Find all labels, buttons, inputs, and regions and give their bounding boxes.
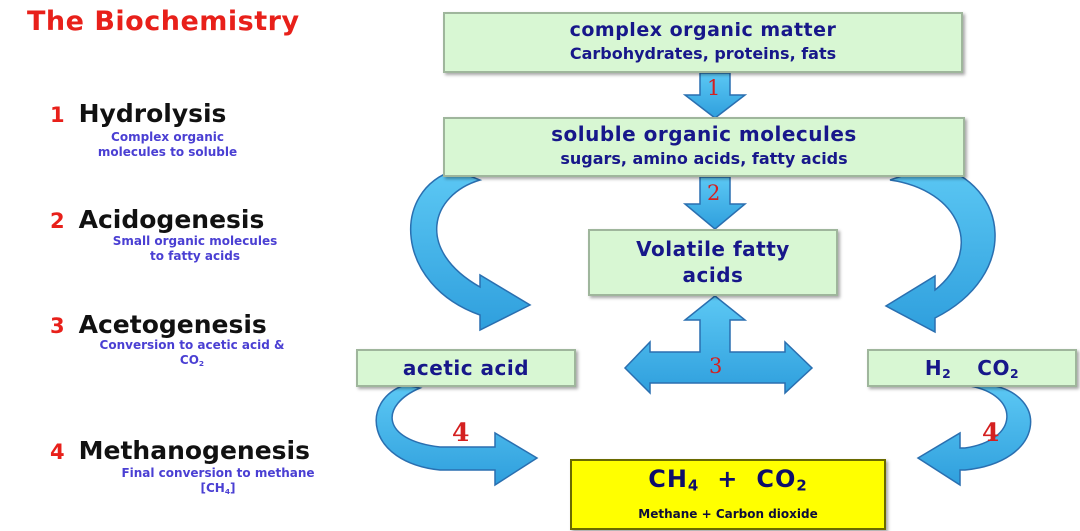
step-2-desc-line-2: to fatty acids bbox=[149, 249, 240, 263]
step-3-desc-line-1: Conversion to acetic acid & bbox=[99, 338, 285, 352]
arrow-4-right-label: 4 bbox=[982, 418, 1000, 447]
step-3-description: Conversion to acetic acid & CO2 bbox=[42, 338, 342, 371]
arrow-2-label: 2 bbox=[707, 181, 721, 205]
product-co2-symbol: CO bbox=[756, 465, 797, 493]
product-co2-subscript: 2 bbox=[796, 476, 808, 495]
step-4-desc-line-2: [CH4] bbox=[58, 481, 378, 499]
step-4-number: 4 bbox=[50, 440, 65, 464]
product-formula: CH4 + CO2 bbox=[572, 465, 884, 495]
arrow-1-down bbox=[682, 72, 748, 119]
step-2-description: Small organic molecules to fatty acids bbox=[50, 234, 340, 264]
step-1-desc-line-1: Complex organic bbox=[111, 130, 224, 144]
box-vfa-line-2: acids bbox=[682, 263, 744, 287]
step-4-desc-ch: [CH bbox=[200, 481, 225, 495]
step-3-desc-co-sub: 2 bbox=[198, 358, 205, 368]
product-caption: Methane + Carbon dioxide bbox=[638, 506, 818, 521]
h2-symbol: H bbox=[924, 356, 943, 380]
step-4-heading: 4 Methanogenesis bbox=[50, 436, 310, 465]
box-complex-organic-matter: complex organic matter Carbohydrates, pr… bbox=[443, 12, 963, 73]
box-soluble-line-2: sugars, amino acids, fatty acids bbox=[560, 149, 848, 168]
box-product-ch4-co2: CH4 + CO2 Methane + Carbon dioxide bbox=[570, 459, 886, 530]
step-4-desc-ch-sub: 4 bbox=[224, 486, 231, 496]
ch4-symbol: CH bbox=[648, 465, 688, 493]
box-soluble-line-1: soluble organic molecules bbox=[551, 122, 857, 146]
step-1-description: Complex organic molecules to soluble bbox=[50, 130, 285, 160]
co2-subscript: 2 bbox=[1009, 366, 1020, 382]
arrow-left-curve bbox=[409, 169, 532, 332]
co2-symbol: CO bbox=[977, 356, 1010, 380]
step-3-number: 3 bbox=[50, 314, 65, 338]
step-3-name: Acetogenesis bbox=[78, 310, 267, 339]
arrow-2-down bbox=[682, 176, 748, 230]
box-acetic-acid: acetic acid bbox=[356, 349, 576, 387]
box-complex-line-2: Carbohydrates, proteins, fats bbox=[569, 44, 837, 63]
step-1-heading: 1 Hydrolysis bbox=[50, 99, 226, 128]
step-4-desc-line-1: Final conversion to methane bbox=[121, 466, 315, 480]
box-vfa-line-1: Volatile fatty bbox=[636, 237, 790, 261]
arrow-4-right-curve bbox=[916, 384, 1032, 487]
box-soluble-organic-molecules: soluble organic molecules sugars, amino … bbox=[443, 117, 965, 177]
step-3-desc-co: CO bbox=[179, 353, 199, 367]
h2-subscript: 2 bbox=[942, 366, 952, 382]
ch4-subscript: 4 bbox=[687, 476, 700, 495]
step-4-name: Methanogenesis bbox=[78, 436, 310, 465]
step-4-description: Final conversion to methane [CH4] bbox=[58, 466, 378, 499]
step-2-desc-line-1: Small organic molecules bbox=[112, 234, 278, 248]
arrow-3-label: 3 bbox=[709, 354, 723, 378]
step-3-heading: 3 Acetogenesis bbox=[50, 310, 267, 339]
arrow-right-curve bbox=[884, 164, 996, 334]
plus-sign: + bbox=[717, 465, 739, 493]
step-2-number: 2 bbox=[50, 209, 65, 233]
box-complex-line-1: complex organic matter bbox=[569, 19, 837, 41]
step-2-name: Acidogenesis bbox=[78, 205, 265, 234]
step-1-name: Hydrolysis bbox=[78, 99, 227, 128]
arrow-1-label: 1 bbox=[707, 76, 721, 100]
step-1-number: 1 bbox=[50, 103, 65, 127]
arrow-4-left-label: 4 bbox=[452, 418, 470, 447]
box-acetic-label: acetic acid bbox=[402, 356, 530, 380]
diagram-title: The Biochemistry bbox=[27, 6, 300, 37]
step-3-desc-line-2: CO2 bbox=[42, 353, 342, 371]
arrow-4-left-curve bbox=[375, 384, 539, 487]
box-volatile-fatty-acids: Volatile fatty acids bbox=[588, 229, 838, 296]
arrow-3-split bbox=[623, 295, 814, 395]
step-2-heading: 2 Acidogenesis bbox=[50, 205, 264, 234]
step-1-desc-line-2: molecules to soluble bbox=[97, 145, 238, 159]
step-4-desc-bracket: ] bbox=[230, 481, 236, 495]
